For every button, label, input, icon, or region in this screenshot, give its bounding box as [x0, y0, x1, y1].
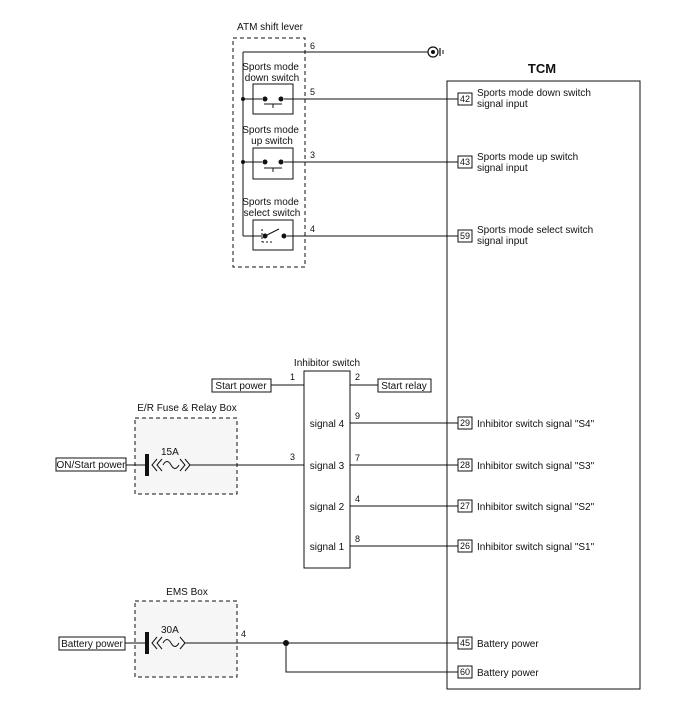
- tcm-pin-label: Battery power: [477, 668, 539, 679]
- tcm-pin-label: Sports mode select switch signal input: [477, 225, 596, 247]
- tcm-pin-box: [457, 499, 473, 513]
- shift-lever-box: [232, 37, 306, 268]
- sports-mode-select-switch: [252, 219, 294, 251]
- fuse-30a-label: 30A: [161, 625, 179, 636]
- ems-box-title: EMS Box: [166, 587, 208, 598]
- signal-1-pin: 8: [355, 534, 360, 544]
- up-switch-label: Sports mode up switch: [242, 125, 301, 147]
- wire-battery-to-tcm-60: [285, 643, 458, 673]
- signal-4-pin: 9: [355, 411, 360, 421]
- tcm-pin-number: 42: [460, 94, 470, 104]
- tcm-pin-number: 43: [460, 157, 470, 167]
- battery-power-source-label: Battery power: [61, 639, 123, 650]
- sports-mode-up-switch: [252, 147, 294, 180]
- on-start-power-label: ON/Start power: [57, 460, 127, 471]
- er-fuse-relay-box: [134, 417, 238, 495]
- tcm-pin-box: [457, 416, 473, 430]
- inhibitor-signal-1: signal 1: [310, 542, 345, 553]
- ground-pin-label: 6: [310, 41, 315, 51]
- inhibitor-input-pin: 3: [290, 452, 295, 462]
- inhibitor-signal-2: signal 2: [310, 502, 345, 513]
- tcm-pin-label: Inhibitor switch signal "S4": [477, 419, 595, 430]
- tcm-pin-label: Inhibitor switch signal "S3": [477, 461, 595, 472]
- fuse-15a-icon: [151, 458, 191, 472]
- tcm-box: [446, 80, 641, 690]
- tcm-title: TCM: [528, 61, 556, 76]
- tcm-pin-number: 28: [460, 460, 470, 470]
- tcm-pin-box: [457, 636, 473, 650]
- start-relay-pin: 2: [355, 372, 360, 382]
- tcm-pin-label: Sports mode down switch signal input: [477, 88, 594, 110]
- tcm-pin-box: [457, 229, 473, 243]
- down-switch-label: Sports mode down switch: [242, 62, 301, 84]
- inhibitor-title: Inhibitor switch: [294, 358, 360, 369]
- fuse-15a-label: 15A: [161, 447, 179, 458]
- select-switch-label: Sports mode select switch: [242, 197, 301, 219]
- tcm-pin-label: Inhibitor switch signal "S2": [477, 502, 595, 513]
- shift-lever-title: ATM shift lever: [237, 22, 304, 33]
- start-relay-label: Start relay: [381, 381, 427, 392]
- tcm-pin-number: 45: [460, 638, 470, 648]
- tcm-pin-label: Sports mode up switch signal input: [477, 152, 581, 174]
- signal-3-pin: 7: [355, 453, 360, 463]
- tcm-pin-number: 59: [460, 231, 470, 241]
- tcm-pin-number: 60: [460, 667, 470, 677]
- up-pin-label: 3: [310, 150, 315, 160]
- er-box-title: E/R Fuse & Relay Box: [137, 403, 236, 414]
- start-power-pin: 1: [290, 372, 295, 382]
- connector-bar: [145, 454, 149, 476]
- select-switch-contacts: [243, 228, 287, 243]
- connector-bar: [145, 632, 149, 654]
- tcm-pin-box: [457, 539, 473, 553]
- signal-2-pin: 4: [355, 494, 360, 504]
- tcm-pin-number: 26: [460, 541, 470, 551]
- inhibitor-signal-4: signal 4: [310, 419, 345, 430]
- tcm-pin-box: [457, 665, 473, 679]
- tcm-pin-number: 29: [460, 418, 470, 428]
- tcm-pin-box: [457, 92, 473, 106]
- up-switch-contacts: [243, 159, 284, 172]
- inhibitor-signal-3: signal 3: [310, 461, 345, 472]
- tcm-pin-label: Battery power: [477, 639, 539, 650]
- tcm-pin-box: [457, 458, 473, 472]
- down-switch-contacts: [243, 96, 284, 108]
- start-power-label: Start power: [215, 381, 267, 392]
- inhibitor-switch-box: [303, 370, 351, 569]
- tcm-pin-number: 27: [460, 501, 470, 511]
- ems-box: [134, 600, 238, 678]
- down-pin-label: 5: [310, 87, 315, 97]
- ground-icon: [427, 46, 444, 58]
- ems-pin-label: 4: [241, 629, 246, 639]
- tcm-pin-box: [457, 155, 473, 169]
- tcm-pin-label: Inhibitor switch signal "S1": [477, 542, 595, 553]
- select-pin-label: 4: [310, 224, 315, 234]
